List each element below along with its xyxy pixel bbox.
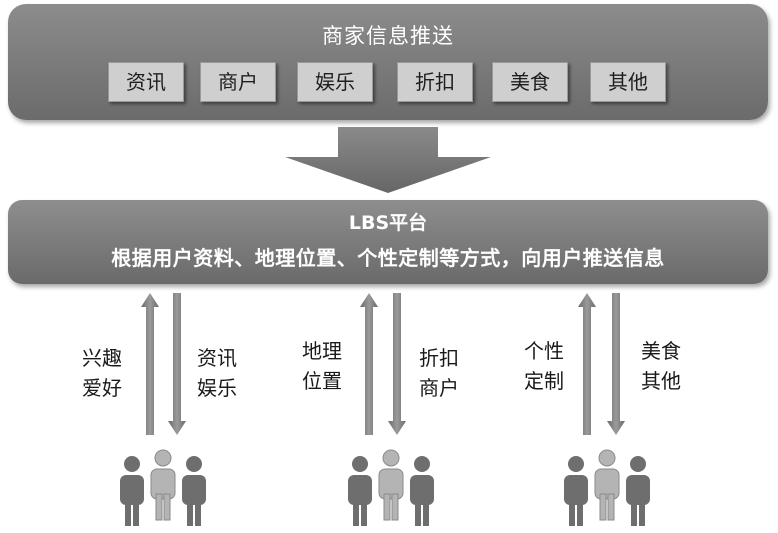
- category-merchants: 商户: [200, 62, 276, 102]
- merchant-panel-title: 商家信息推送: [322, 24, 454, 48]
- push-down-arrow-icon: [285, 127, 491, 193]
- push-arrow-icon: [388, 293, 406, 435]
- merchant-info-panel: 商家信息推送 资讯 商户 娱乐 折扣 美食 其他: [8, 4, 768, 120]
- category-entertainment: 娱乐: [297, 62, 373, 102]
- user-group-icon: [564, 449, 650, 526]
- user-group-icon: [348, 449, 434, 526]
- lbs-description: 根据用户资料、地理位置、个性定制等方式，向用户推送信息: [111, 246, 665, 270]
- push-arrow-icon: [607, 293, 625, 435]
- group-1-push-label: 资讯 娱乐: [197, 346, 237, 400]
- lbs-title: LBS平台: [348, 212, 428, 234]
- push-arrow-icon: [168, 293, 186, 435]
- category-discount: 折扣: [397, 62, 473, 102]
- group-1-upload-label: 兴趣 爱好: [82, 346, 122, 400]
- upload-arrow-icon: [141, 293, 159, 435]
- group-2-push-label: 折扣 商户: [419, 346, 459, 400]
- category-food: 美食: [492, 62, 568, 102]
- upload-arrow-icon: [578, 293, 596, 435]
- user-group-icon: [120, 449, 206, 526]
- category-news: 资讯: [108, 62, 184, 102]
- group-3-upload-label: 个性 定制: [524, 339, 564, 393]
- upload-arrow-icon: [360, 293, 378, 435]
- lbs-platform-panel: LBS平台 根据用户资料、地理位置、个性定制等方式，向用户推送信息: [8, 200, 768, 284]
- category-other: 其他: [590, 62, 666, 102]
- group-2-upload-label: 地理 位置: [302, 339, 342, 393]
- group-3-push-label: 美食 其他: [641, 339, 681, 393]
